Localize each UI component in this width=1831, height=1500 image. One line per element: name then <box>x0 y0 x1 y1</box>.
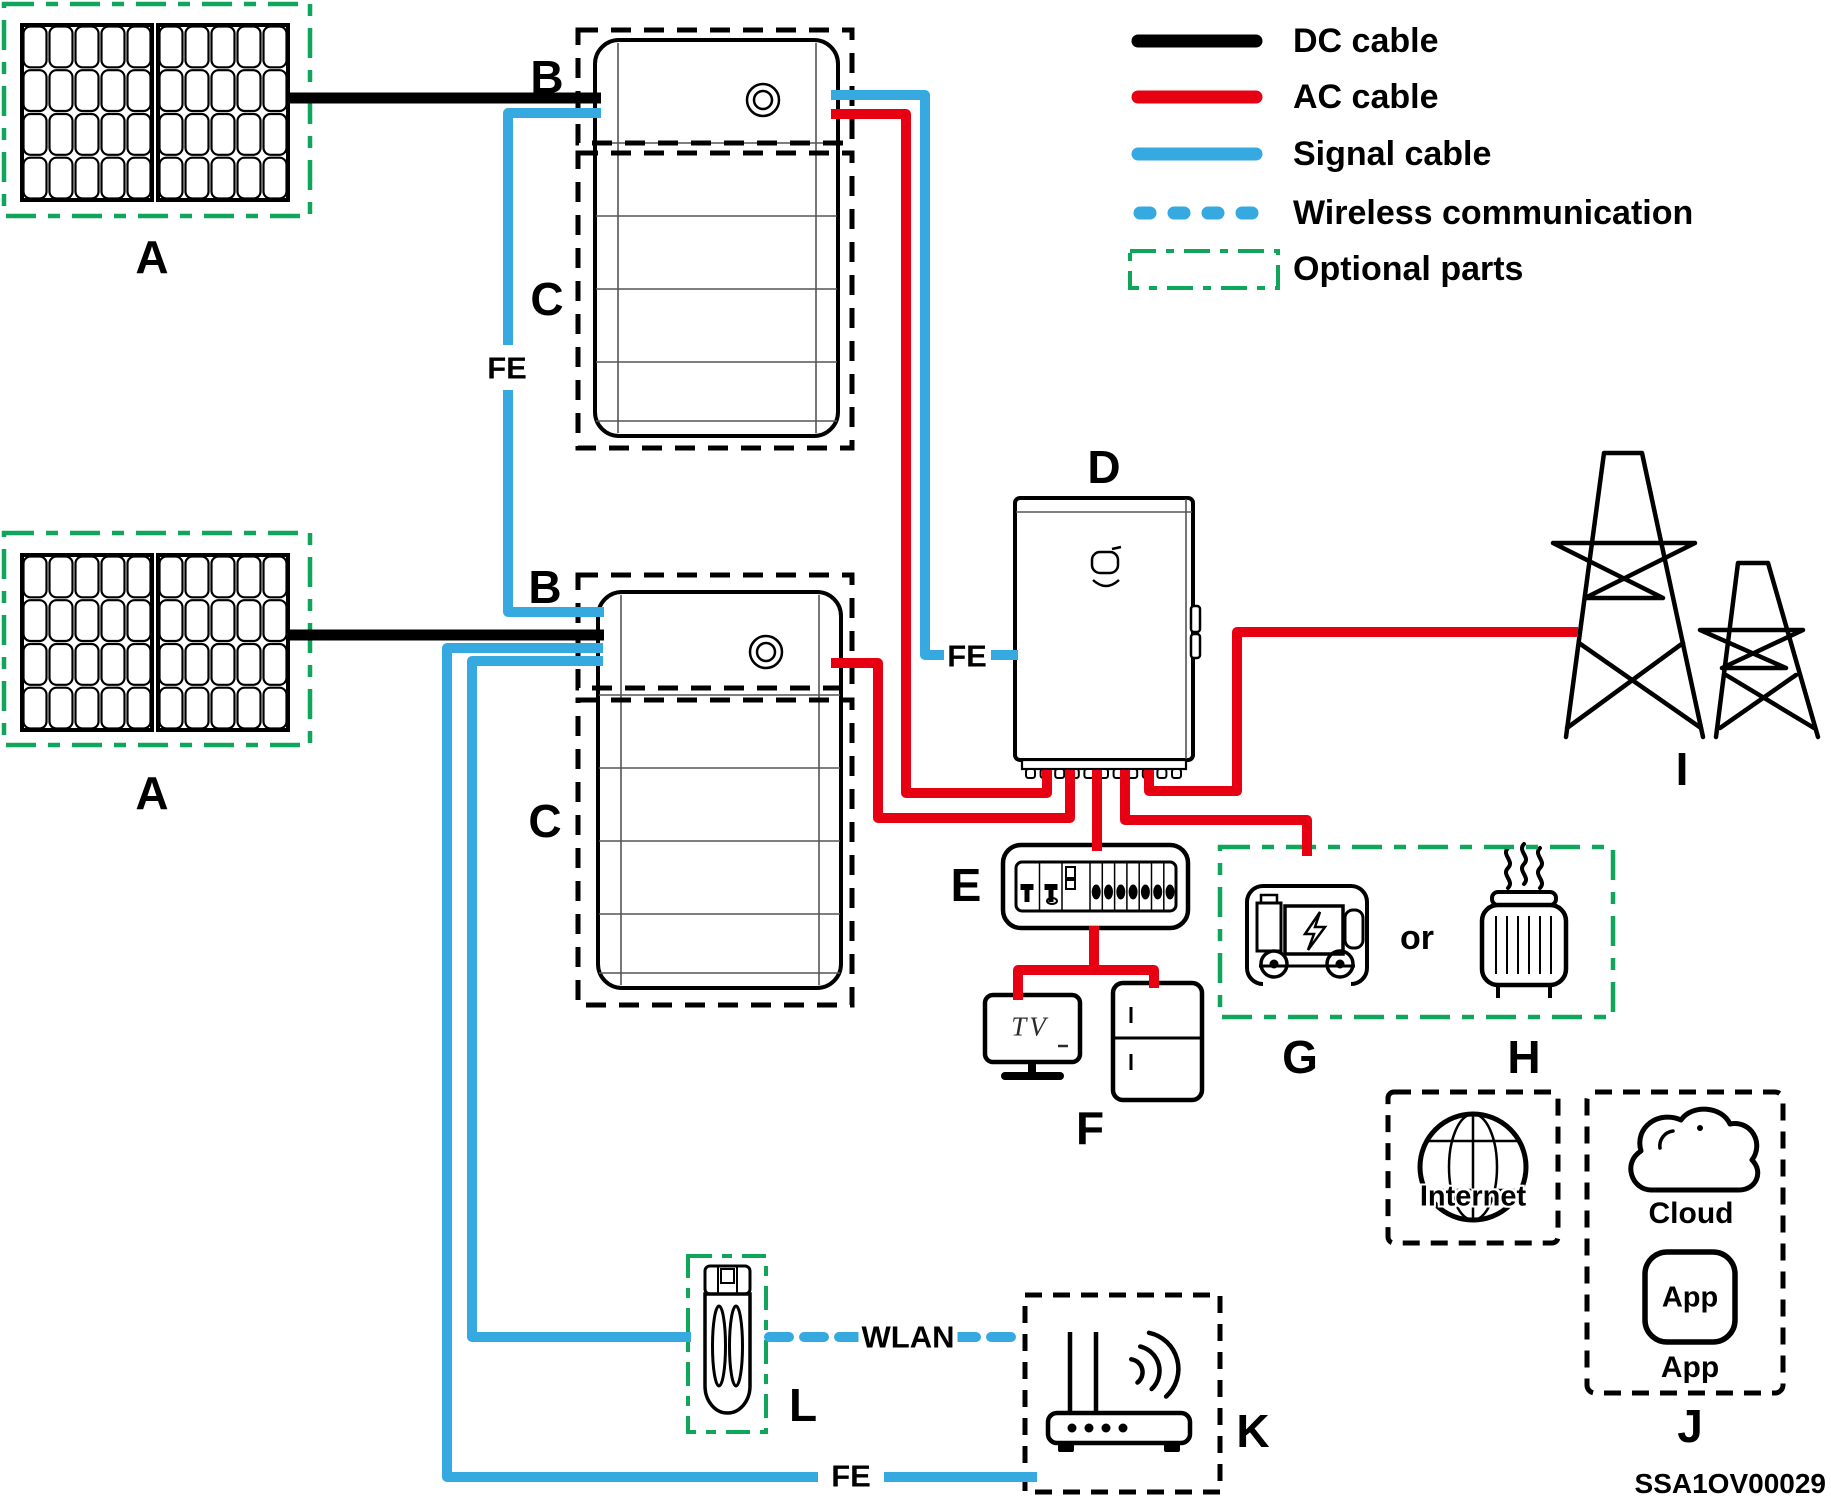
label-inverter-2: B <box>528 561 562 613</box>
distribution-box-icon <box>1000 842 1191 931</box>
signal-inverter2-to-dongle <box>467 656 691 1342</box>
battery-1-dashed-box <box>575 150 855 451</box>
wifi-dongle-icon <box>703 1264 752 1415</box>
inverter-2-dashed-box <box>575 572 855 691</box>
label-grid: I <box>1675 743 1689 795</box>
label-fe-controller: FE <box>944 640 990 672</box>
ac-controller-to-generator <box>1120 770 1312 856</box>
label-wlan: WLAN <box>858 1321 958 1353</box>
internet-dashed-box <box>1385 1089 1561 1246</box>
controller-icon <box>1013 496 1202 779</box>
ac-distribution-to-loads <box>1013 926 1159 1000</box>
legend-label-dc: DC cable <box>1293 22 1439 60</box>
solar-array-1-icon <box>20 23 290 202</box>
signal-fe-inverter1-to-inverter2 <box>503 108 604 617</box>
solar-array-2-icon <box>20 553 290 732</box>
label-dongle: L <box>788 1379 818 1431</box>
label-router: K <box>1236 1405 1270 1457</box>
label-fe-inverter1: FE <box>484 352 530 384</box>
label-or: or <box>1400 919 1434 957</box>
battery-inverter-1-icon <box>593 38 840 438</box>
signal-inverter2-to-router-fe <box>442 643 1037 1482</box>
legend-label-optional: Optional parts <box>1293 250 1524 288</box>
legend-label-signal: Signal cable <box>1293 135 1492 173</box>
label-pv-array-1: A <box>135 231 169 283</box>
label-internet: Internet <box>1419 1180 1527 1213</box>
inverter-1-dashed-box <box>575 27 855 146</box>
legend-label-ac: AC cable <box>1293 78 1439 116</box>
legend-label-wireless: Wireless communication <box>1293 194 1694 232</box>
power-grid-icon <box>1550 450 1821 740</box>
cloud-icon <box>1628 1106 1761 1193</box>
label-distribution-box: E <box>950 859 982 911</box>
tv-icon <box>982 992 1083 1080</box>
optional-box-array-1 <box>1 1 313 219</box>
label-inverter-1: B <box>530 51 564 103</box>
label-battery-2: C <box>528 795 562 847</box>
cloud-app-dashed-box <box>1584 1089 1786 1396</box>
fridge-icon <box>1110 980 1205 1103</box>
document-number: SSA1OV00029 <box>1634 1468 1826 1499</box>
label-app-caption: App <box>1660 1351 1720 1384</box>
optional-box-gen-heater <box>1217 844 1616 1020</box>
label-generator: G <box>1282 1031 1318 1083</box>
tv-screen-text: TV <box>1011 1011 1049 1042</box>
legend-swatch-optional <box>1128 249 1280 290</box>
label-app-icon: App <box>1661 1281 1719 1314</box>
ac-inverter2-to-controller <box>831 658 1075 823</box>
battery-2-dashed-box <box>575 697 855 1008</box>
generator-icon <box>1245 884 1369 986</box>
ac-controller-to-grid <box>1144 627 1578 796</box>
label-cloud-app: J <box>1677 1400 1703 1452</box>
battery-inverter-2-icon <box>596 590 843 990</box>
label-controller: D <box>1087 441 1121 493</box>
label-battery-1: C <box>530 273 564 325</box>
label-loads: F <box>1075 1102 1105 1154</box>
app-icon <box>1642 1249 1738 1345</box>
heater-icon <box>1479 842 1569 998</box>
signal-inverter1-to-controller <box>831 90 1018 660</box>
router-dashed-box <box>1022 1292 1223 1495</box>
internet-globe-icon <box>1417 1111 1529 1223</box>
optional-box-dongle <box>686 1254 768 1434</box>
label-cloud: Cloud <box>1648 1197 1734 1230</box>
router-icon <box>1045 1330 1193 1452</box>
label-pv-array-2: A <box>135 767 169 819</box>
ac-inverter1-to-controller <box>831 109 1052 798</box>
label-fe-router: FE <box>828 1460 874 1492</box>
label-heater: H <box>1507 1031 1541 1083</box>
